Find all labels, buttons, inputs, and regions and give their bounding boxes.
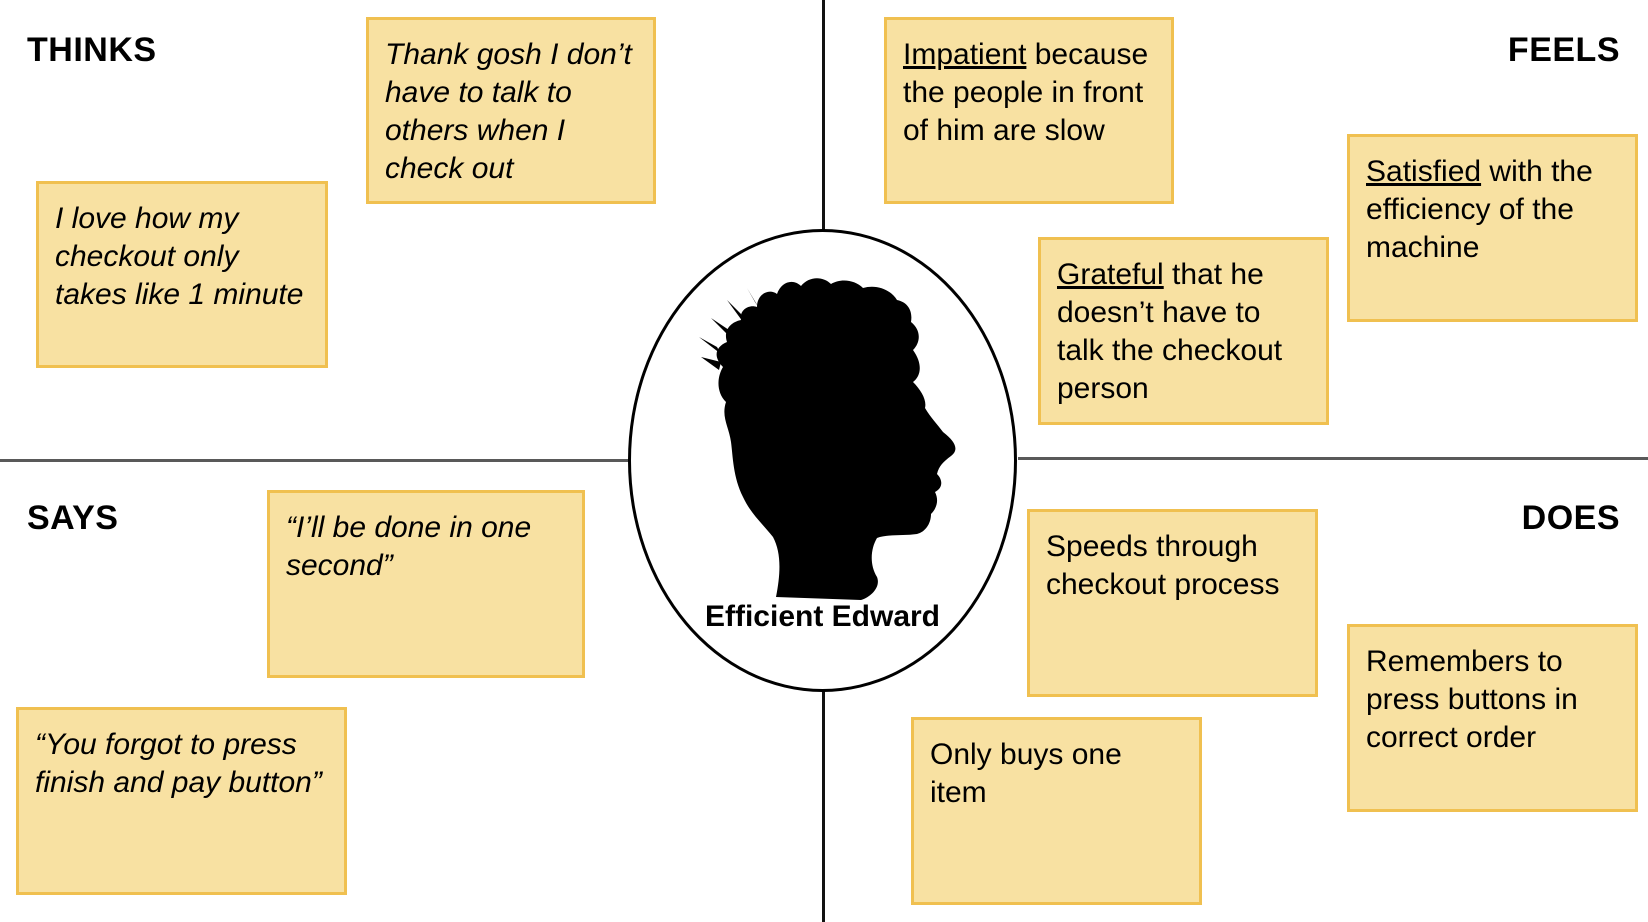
feeling-word: Satisfied [1366, 155, 1482, 188]
quadrant-label-says: SAYS [27, 499, 119, 537]
quadrant-label-does: DOES [1521, 499, 1620, 537]
quadrant-label-thinks: THINKS [27, 31, 157, 69]
sticky-note-feels-2: Satisfied with the efficiency of the mac… [1347, 134, 1638, 322]
feeling-word: Impatient [903, 38, 1027, 71]
persona-name: Efficient Edward [704, 600, 941, 633]
note-text: that he doesn’t have to talk the checkou… [1057, 258, 1283, 405]
sticky-note-does-2: Remembers to press buttons in correct or… [1347, 624, 1638, 812]
note-text: with the efficiency of the machine [1366, 155, 1593, 264]
head-silhouette-icon [699, 278, 956, 600]
vertical-axis-top [822, 0, 825, 230]
sticky-note-feels-1: Impatient because the people in front of… [884, 17, 1174, 204]
horizontal-axis-right [1018, 457, 1648, 460]
sticky-note-thinks-1: Thank gosh I don’t have to talk to other… [366, 17, 656, 204]
sticky-note-thinks-2: I love how my checkout only takes like 1… [36, 181, 328, 368]
horizontal-axis-left [0, 459, 629, 462]
persona-oval: Efficient Edward [628, 229, 1017, 692]
sticky-note-says-2: “You forgot to press finish and pay butt… [16, 707, 347, 895]
vertical-axis-bottom [822, 690, 825, 922]
sticky-note-says-1: “I’ll be done in one second” [267, 490, 585, 678]
sticky-note-does-1: Speeds through checkout process [1027, 509, 1318, 697]
note-text: because the people in front of him are s… [903, 38, 1149, 147]
sticky-note-feels-3: Grateful that he doesn’t have to talk th… [1038, 237, 1329, 425]
feeling-word: Grateful [1057, 258, 1164, 291]
quadrant-label-feels: FEELS [1507, 31, 1620, 69]
sticky-note-does-3: Only buys one item [911, 717, 1202, 905]
